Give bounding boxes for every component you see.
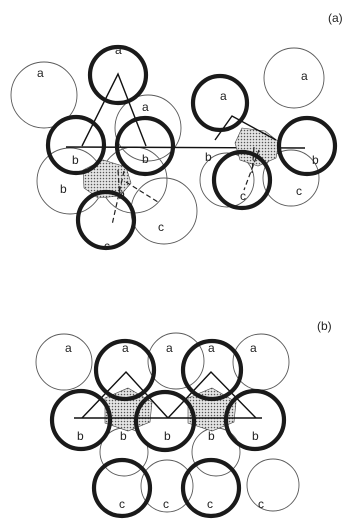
sphere-label: b <box>60 182 67 196</box>
sphere-label: a <box>142 100 149 114</box>
sphere-c-thin <box>262 149 320 207</box>
sphere-c-thick <box>211 149 273 211</box>
sphere-c-thin <box>246 458 300 512</box>
sphere-c-thin <box>130 177 198 245</box>
triangle-outline <box>167 370 257 419</box>
sphere-b-thick <box>114 115 176 177</box>
sphere-label: a <box>250 341 257 355</box>
dashed-line <box>251 146 255 174</box>
sphere-label: b <box>142 152 149 166</box>
sphere-c-thick <box>91 457 153 519</box>
sphere-label: c <box>158 220 164 234</box>
sphere-a-thick <box>93 338 157 402</box>
sphere-label: b <box>252 429 259 443</box>
sphere-label: a <box>37 66 44 80</box>
sphere-label: a <box>122 341 129 355</box>
sphere-label: c <box>296 184 302 198</box>
sphere-label: a <box>115 43 122 57</box>
sphere-c-thin <box>140 459 194 513</box>
sphere-c-thick <box>180 457 242 519</box>
sphere-a-thin <box>263 47 325 109</box>
sphere-label: b <box>208 429 215 443</box>
sphere-label: b <box>72 153 79 167</box>
sphere-label: c <box>119 497 125 511</box>
right-cluster: a a b b c c <box>190 47 338 211</box>
sphere-a-thick <box>190 73 250 133</box>
panel-a: (a) a a a b b b <box>10 11 343 253</box>
sphere-label: c <box>104 239 110 253</box>
sphere-a-thick <box>180 338 244 402</box>
sphere-b-thick <box>133 389 197 453</box>
sphere-label: a <box>220 89 227 103</box>
sphere-label: b <box>118 187 125 201</box>
sphere-b-thick <box>49 388 113 452</box>
sphere-label: b <box>77 429 84 443</box>
dashed-line <box>111 170 125 226</box>
sphere-label: c <box>207 497 213 511</box>
sphere-b-thin <box>199 152 255 208</box>
sphere-a-thin <box>114 94 182 162</box>
dashed-line <box>125 181 159 203</box>
sphere-a-thick <box>87 44 149 106</box>
sphere-label: a <box>65 341 72 355</box>
sphere-label: c <box>240 189 246 203</box>
interstitial-void <box>234 127 280 167</box>
sphere-a-thin <box>35 333 93 391</box>
dashed-line <box>243 149 260 191</box>
sphere-label: b <box>164 429 171 443</box>
panel-b-label: (b) <box>317 319 332 333</box>
sphere-b-thick <box>276 115 338 177</box>
sphere-b-thick <box>223 388 287 452</box>
panel-b: (b) a a a a a b b b b <box>35 319 332 519</box>
sphere-b-thick <box>45 114 107 176</box>
sphere-a-thin <box>10 61 78 129</box>
sphere-a-thin <box>147 332 205 390</box>
sphere-label: b <box>120 429 127 443</box>
sphere-c-thick <box>75 189 137 251</box>
panel-a-label: (a) <box>328 11 343 25</box>
sphere-label: a <box>166 341 173 355</box>
sphere-label: a <box>301 69 308 83</box>
sphere-label: b <box>205 150 212 164</box>
sphere-label: a <box>208 341 215 355</box>
sphere-label: b <box>312 153 319 167</box>
sphere-label: c <box>258 497 264 511</box>
triangle-outline <box>81 370 169 419</box>
sphere-label: c <box>163 497 169 511</box>
